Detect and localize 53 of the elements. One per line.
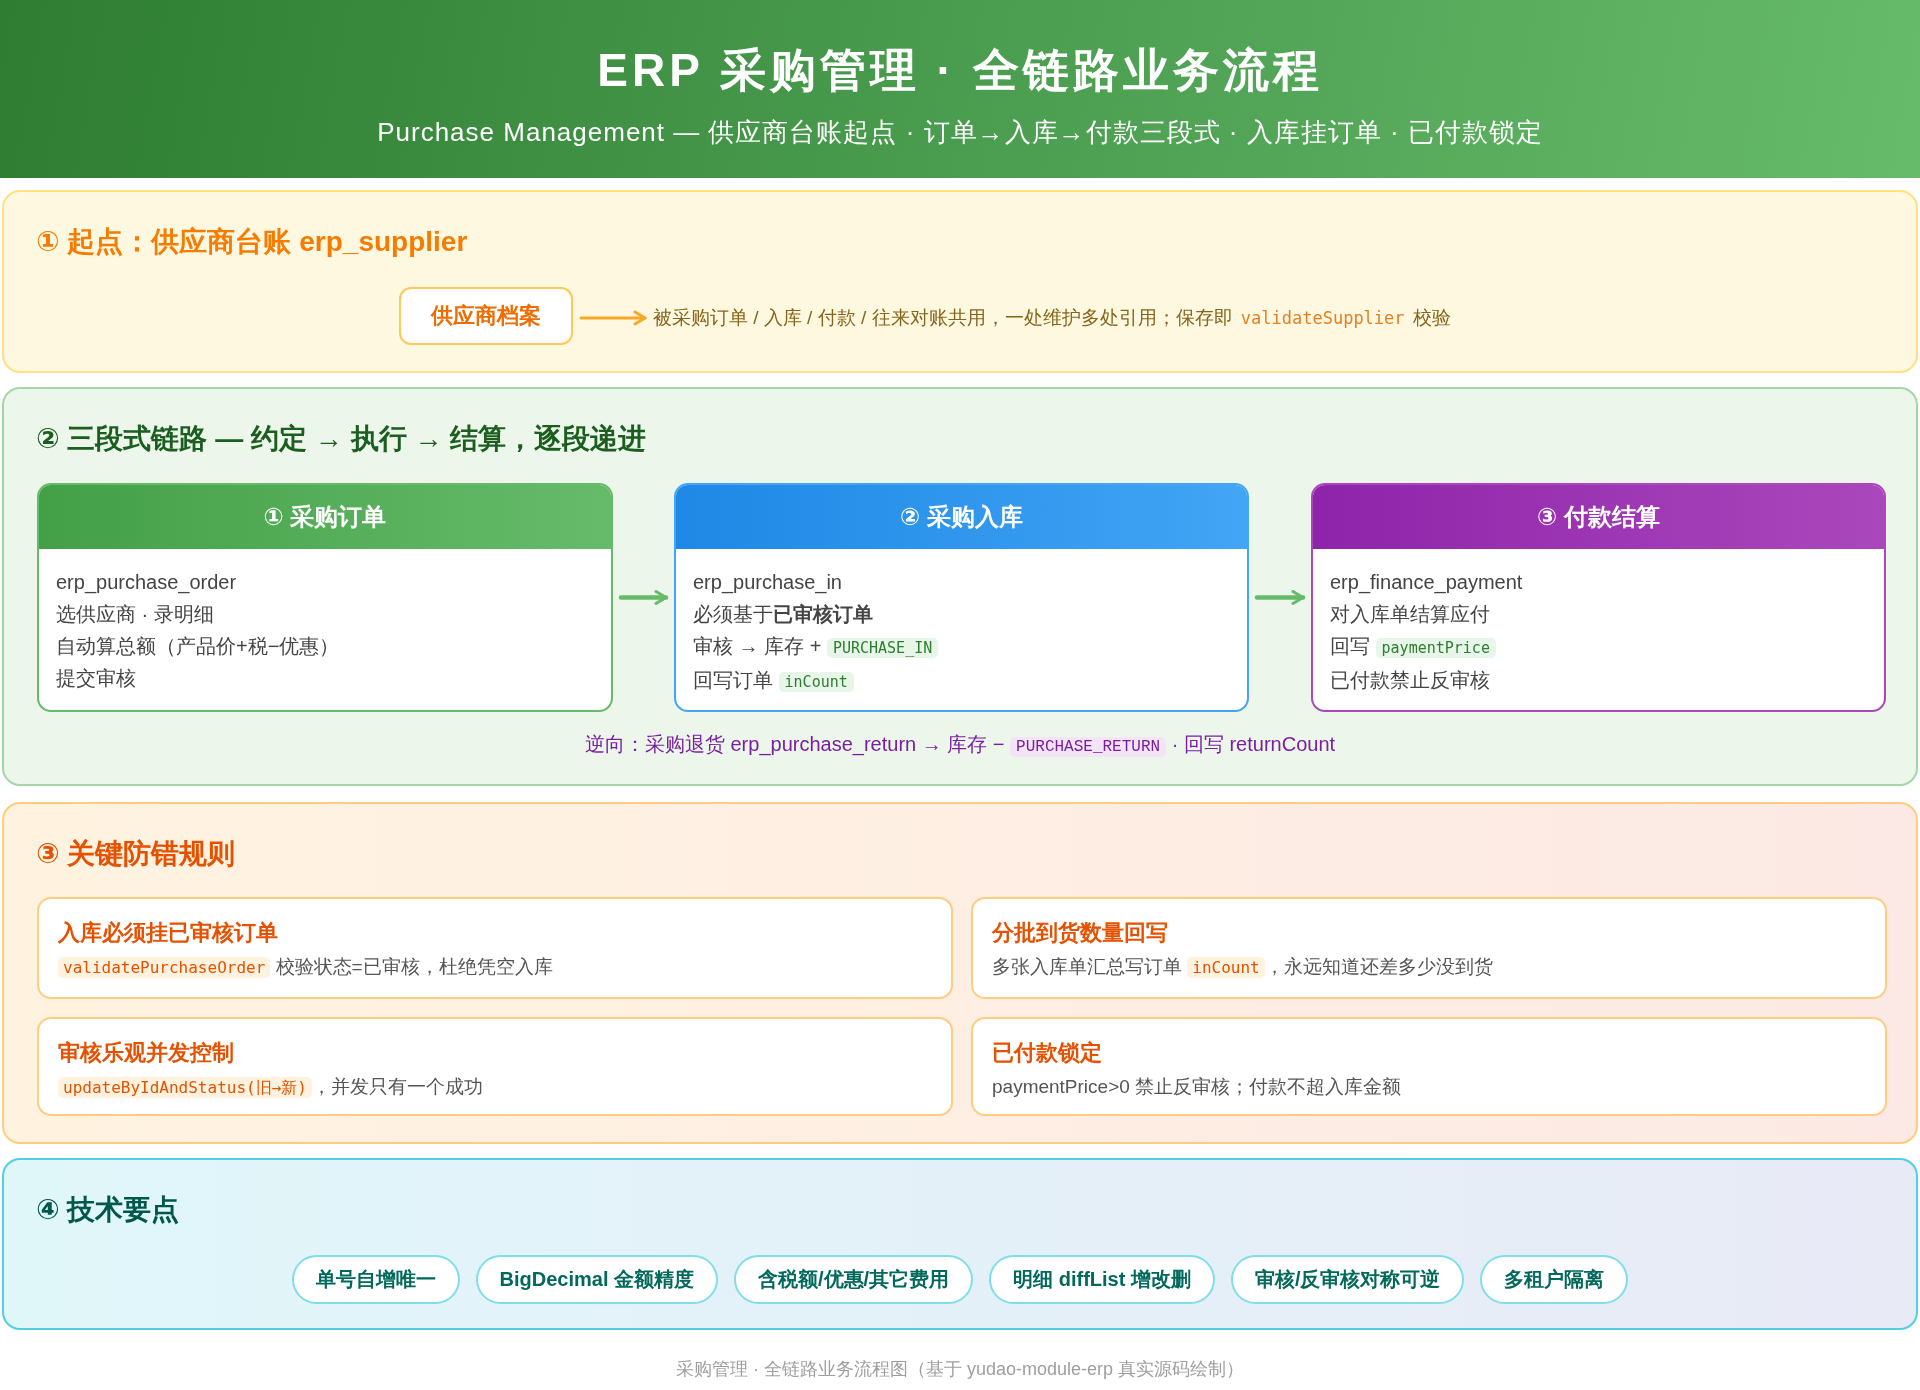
tag-pill: 含税额/优惠/其它费用 <box>734 1255 974 1304</box>
arrow <box>618 590 669 605</box>
entity-box: 供应商档案 <box>399 287 573 345</box>
tag-pill: 单号自增唯一 <box>291 1255 460 1304</box>
card-header: ③ 付款结算 <box>1313 485 1884 549</box>
card-text: 回写订单 inCount <box>693 664 854 698</box>
tag-pill: 审核/反审核对称可逆 <box>1230 1255 1465 1304</box>
rule-card <box>971 1017 1887 1116</box>
card-text: 对入库单结算应付 <box>1330 602 1490 627</box>
rule-text: validatePurchaseOrder 校验状态=已审核，杜绝凭空入库 <box>58 951 553 984</box>
caption: 采购管理 · 全链路业务流程图（基于 yudao-module-erp 真实源码绘制） <box>675 1358 1245 1381</box>
section-heading: ④ 技术要点 <box>36 1193 180 1227</box>
section-panel <box>2 802 1918 1144</box>
description-text: 被采购订单 / 入库 / 付款 / 往来对账共用，一处维护多处引用；保存即 validateSupplier 校验 <box>653 303 1451 333</box>
arrow <box>579 310 647 326</box>
rule-card <box>37 1017 953 1116</box>
section-heading: ③ 关键防错规则 <box>36 837 236 871</box>
stage-card <box>674 483 1249 712</box>
rule-card <box>37 897 953 999</box>
section-panel <box>2 1158 1918 1330</box>
rule-card <box>971 897 1887 999</box>
arrow <box>1254 590 1306 605</box>
rule-title: 已付款锁定 <box>992 1039 1102 1067</box>
card-text: 必须基于已审核订单 <box>693 602 873 627</box>
card-text: erp_finance_payment <box>1330 570 1523 596</box>
section-panel <box>2 387 1918 786</box>
card-text: 回写 paymentPrice <box>1330 630 1496 664</box>
rule-text: updateByIdAndStatus(旧→新)，并发只有一个成功 <box>58 1071 483 1104</box>
subtitle: Purchase Management — 供应商台账起点 · 订单→入库→付款三段式 · 入库挂订单 · 已付款锁定 <box>377 116 1543 149</box>
card-text: 自动算总额（产品价+税−优惠） <box>56 634 340 659</box>
card-text: erp_purchase_order <box>56 570 237 596</box>
rule-text: paymentPrice>0 禁止反审核；付款不超入库金额 <box>992 1075 1402 1099</box>
card-header: ② 采购入库 <box>676 485 1247 549</box>
card-header: ① 采购订单 <box>39 485 611 549</box>
title: ERP 采购管理 · 全链路业务流程 <box>597 43 1323 98</box>
stage-card <box>37 483 613 712</box>
section-panel <box>2 190 1918 373</box>
section-heading: ① 起点：供应商台账 erp_supplier <box>36 225 468 259</box>
stage-card <box>1311 483 1886 712</box>
note-text: 逆向：采购退货 erp_purchase_return → 库存 − PURCHASE_RETURN · 回写 returnCount <box>584 732 1336 759</box>
rule-text: 多张入库单汇总写订单 inCount，永远知道还差多少没到货 <box>992 955 1493 980</box>
card-text: 审核 → 库存 + PURCHASE_IN <box>693 630 939 664</box>
tag-pill: BigDecimal 金额精度 <box>475 1255 718 1304</box>
tag-pill: 明细 diffList 增改删 <box>989 1255 1215 1304</box>
rule-title: 入库必须挂已审核订单 <box>58 919 278 947</box>
card-text: 选供应商 · 录明细 <box>56 602 214 627</box>
rule-title: 分批到货数量回写 <box>992 919 1168 947</box>
card-text: 已付款禁止反审核 <box>1330 668 1490 693</box>
rule-title: 审核乐观并发控制 <box>58 1039 234 1067</box>
section-heading: ② 三段式链路 — 约定 → 执行 → 结算，逐段递进 <box>36 422 647 456</box>
card-text: erp_purchase_in <box>693 570 842 596</box>
card-text: 提交审核 <box>56 666 136 691</box>
tag-pill: 多租户隔离 <box>1480 1255 1629 1304</box>
